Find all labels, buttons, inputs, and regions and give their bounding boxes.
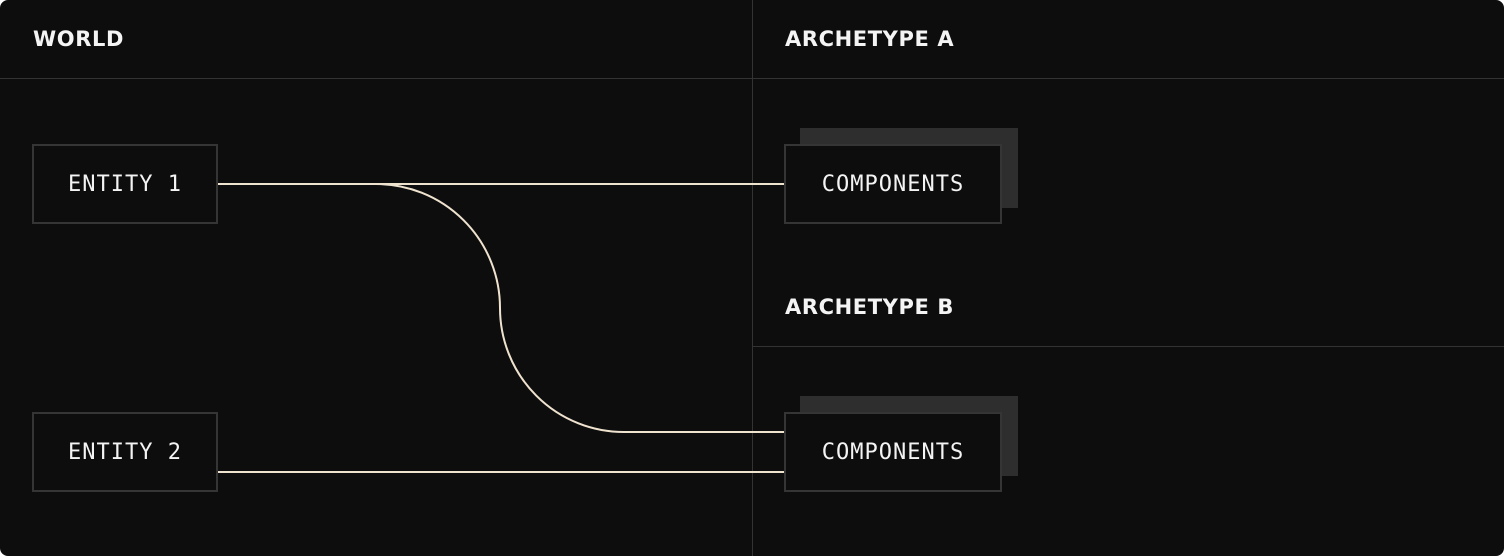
column-divider: [752, 0, 753, 556]
archetype-divider: [753, 346, 1504, 347]
entity-1-label: ENTITY 1: [68, 171, 182, 197]
world-label: WORLD: [33, 27, 124, 51]
entity-2-box: ENTITY 2: [32, 412, 218, 492]
archetype-a-label: ARCHETYPE A: [785, 27, 955, 51]
entity-2-label: ENTITY 2: [68, 439, 182, 465]
components-b-box: COMPONENTS: [784, 412, 1002, 492]
connector-entity1-archetype-b: [218, 183, 784, 433]
components-a-label: COMPONENTS: [821, 171, 965, 197]
header-divider: [0, 78, 1504, 79]
archetype-b-label: ARCHETYPE B: [785, 295, 954, 319]
components-a-box: COMPONENTS: [784, 144, 1002, 224]
entity-1-box: ENTITY 1: [32, 144, 218, 224]
components-b-label: COMPONENTS: [821, 439, 965, 465]
